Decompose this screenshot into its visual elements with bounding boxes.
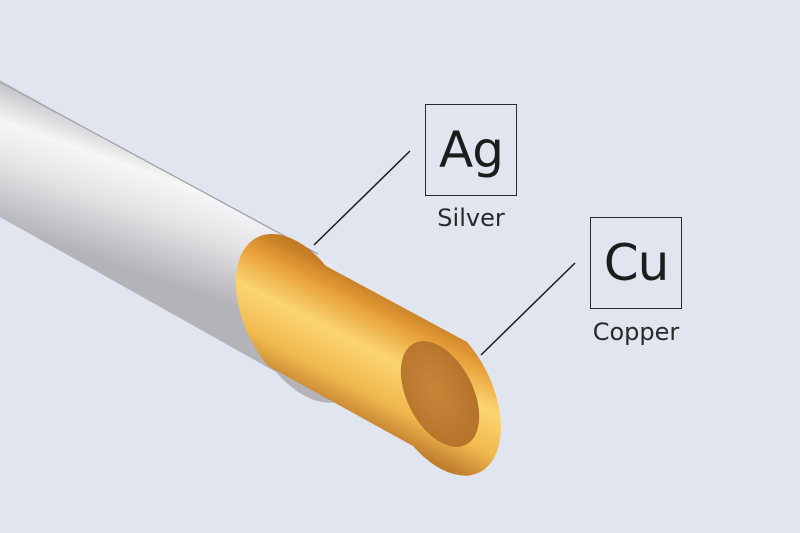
copper-end-face — [400, 341, 480, 447]
silver-symbol-box: Ag — [425, 104, 517, 196]
copper-leader-line — [480, 262, 576, 356]
silver-symbol: Ag — [439, 121, 504, 179]
copper-symbol: Cu — [603, 234, 670, 292]
silver-leader-line — [313, 150, 411, 246]
silver-label: Silver — [437, 204, 505, 232]
copper-label: Copper — [592, 318, 680, 346]
silver-coating-edge — [0, 81, 319, 255]
copper-symbol-box: Cu — [590, 217, 682, 309]
